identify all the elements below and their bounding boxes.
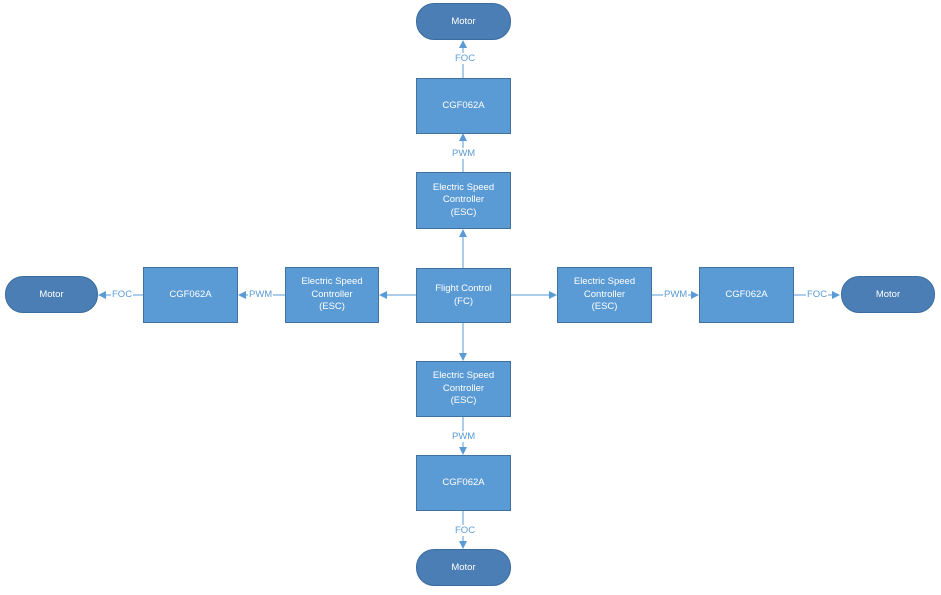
driver-bottom: CGF062A: [416, 455, 511, 511]
esc-bottom: Electric Speed Controller (ESC): [416, 361, 511, 417]
esc-left-line1: Electric Speed: [301, 276, 363, 288]
driver-right-label: CGF062A: [725, 288, 768, 300]
motor-left-label: Motor: [39, 289, 64, 300]
flight-control-line1: Flight Control: [435, 283, 492, 294]
driver-bottom-label: CGF062A: [442, 476, 485, 488]
motor-bottom: Motor: [416, 549, 511, 586]
esc-top-line1: Electric Speed: [432, 181, 495, 193]
esc-right-line2: Controller: [583, 288, 626, 300]
esc-top: Electric Speed Controller (ESC): [416, 172, 511, 229]
label-pwm-top: PWM: [451, 148, 477, 159]
esc-right-line3: (ESC): [591, 301, 618, 313]
driver-top: CGF062A: [416, 78, 511, 134]
flight-control-line2: (FC): [454, 295, 473, 307]
esc-left: Electric Speed Controller (ESC): [285, 267, 379, 323]
driver-top-label: CGF062A: [442, 99, 485, 111]
esc-bottom-line3: (ESC): [450, 395, 477, 407]
motor-bottom-label: Motor: [451, 562, 476, 573]
flight-control: Flight Control (FC): [416, 268, 511, 323]
esc-bottom-line2: Controller: [442, 382, 485, 394]
label-foc-bottom: FOC: [454, 525, 477, 536]
esc-left-line2: Controller: [311, 288, 353, 300]
esc-top-line2: Controller: [442, 194, 485, 206]
driver-right: CGF062A: [699, 267, 794, 323]
motor-left: Motor: [5, 276, 98, 313]
label-pwm-left: PWM: [248, 289, 274, 300]
esc-left-line3: (ESC): [319, 301, 345, 313]
motor-top: Motor: [416, 3, 511, 40]
driver-left-label: CGF062A: [169, 288, 212, 300]
motor-top-label: Motor: [451, 16, 476, 27]
esc-right-line1: Electric Speed: [573, 276, 636, 288]
esc-right: Electric Speed Controller (ESC): [557, 267, 652, 323]
label-pwm-right: PWM: [663, 289, 689, 300]
label-foc-left: FOC: [111, 289, 134, 300]
label-foc-right: FOC: [806, 289, 829, 300]
label-foc-top: FOC: [454, 53, 477, 64]
esc-bottom-line1: Electric Speed: [432, 370, 495, 382]
motor-right-label: Motor: [875, 289, 901, 300]
label-pwm-bottom: PWM: [451, 431, 477, 442]
motor-right: Motor: [841, 276, 935, 313]
driver-left: CGF062A: [143, 267, 238, 323]
esc-top-line3: (ESC): [450, 206, 477, 218]
